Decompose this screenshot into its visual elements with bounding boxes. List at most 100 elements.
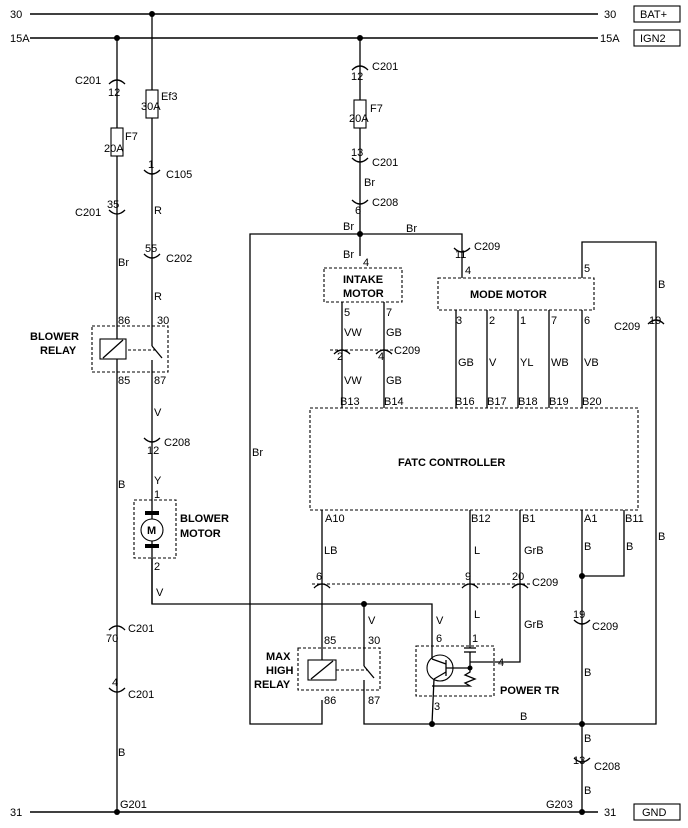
- wire-b-right-long: B: [658, 531, 665, 543]
- blower-supply-circuit: Ef3 30A 1 C105 R 55 C202 R 30 87 V 12 C2…: [128, 14, 433, 640]
- pin-86: 86: [118, 315, 130, 327]
- max-high-relay: MAX HIGH RELAY 85 86 30 87 V: [254, 601, 585, 727]
- fuse-f7-left-name: F7: [125, 131, 138, 143]
- pin-4-c201: 4: [112, 677, 118, 689]
- pin-19-c209-top: 19: [649, 315, 661, 327]
- pin-2-blower: 2: [154, 561, 160, 573]
- wire-l-2: L: [474, 609, 480, 621]
- fuse-f7-left-rating: 20A: [104, 143, 124, 155]
- pin-12: 12: [108, 87, 120, 99]
- c201-label-70: C201: [128, 623, 154, 635]
- blower-motor-label-2: MOTOR: [180, 528, 221, 540]
- wire-br-intake: Br: [343, 249, 354, 261]
- fuse-ef3-name: Ef3: [161, 91, 178, 103]
- wire-wb-mode: WB: [551, 357, 569, 369]
- wire-b-bottom: B: [520, 711, 527, 723]
- wire-v-max-high: V: [368, 615, 376, 627]
- intake-motor-box: [323, 267, 403, 303]
- junction-dot: [579, 721, 585, 727]
- pin-12-c208: 12: [147, 445, 159, 457]
- max-high-label-2: HIGH: [266, 665, 294, 677]
- fuse-ef3-rating: 30A: [141, 101, 161, 113]
- fatc-controller: FATC CONTROLLER A10 B12 B1 A1 B11: [309, 407, 644, 525]
- pin-11-c209: 11: [455, 249, 466, 261]
- blower-relay-coil-circuit: C201 12 F7 20A C201 35 Br BLOWER RELAY 8…: [30, 38, 169, 812]
- wire-vw-1: VW: [344, 327, 362, 339]
- pin-6-c208: 6: [355, 205, 361, 217]
- intake-motor-label-2: MOTOR: [343, 288, 384, 300]
- gnd-label: GND: [642, 807, 667, 819]
- fuse-f7-left: [110, 127, 124, 157]
- wire-lb: LB: [324, 545, 337, 557]
- pin-1-power-tr: 1: [472, 633, 478, 645]
- pin-30-max-high: 30: [368, 635, 380, 647]
- wire-b-lower-3: B: [584, 785, 591, 797]
- intake-motor: INTAKE MOTOR 5 7 VW GB 2 4 C209 VW GB B1…: [323, 267, 420, 408]
- c209-label-right: C209: [614, 321, 640, 333]
- terminal-b11: B11: [625, 513, 644, 525]
- pin-1-c105: 1: [148, 159, 154, 171]
- pin-19-c209-bottom: 19: [573, 609, 585, 621]
- pin-20-c209: 20: [512, 571, 524, 583]
- pin-3-mode: 3: [456, 315, 462, 327]
- terminal-b19: B19: [549, 396, 569, 408]
- wire-br-left: Br: [118, 257, 129, 269]
- pin-2-mode: 2: [489, 315, 495, 327]
- motor-m: M: [147, 525, 156, 537]
- wire-y: Y: [154, 475, 162, 487]
- ign2-rail-left-label: 15A: [10, 33, 30, 45]
- wire-l-1: L: [474, 545, 480, 557]
- wire-gb-mode: GB: [458, 357, 474, 369]
- c209-label-bottom: C209: [532, 577, 558, 589]
- wire-v-mode: V: [489, 357, 497, 369]
- power-tr-box: [415, 645, 495, 697]
- pin-87-blower-relay: 87: [154, 375, 166, 387]
- wire-vb-mode: VB: [584, 357, 599, 369]
- pin-4-power-tr: 4: [498, 657, 504, 669]
- pin-85: 85: [118, 375, 130, 387]
- fatc-supply-circuit: 12 C201 F7 20A 13 C201 Br 6 C208 Br Br B…: [249, 38, 500, 725]
- terminal-a1: A1: [584, 513, 597, 525]
- pin-3-power-tr: 3: [434, 701, 440, 713]
- wire-b-a1: B: [584, 541, 591, 553]
- power-tr-label: POWER TR: [500, 685, 559, 697]
- fuse-f7-mid: [353, 99, 367, 129]
- wire-v-2: V: [156, 587, 164, 599]
- gnd-rail-left-label: 31: [10, 807, 22, 819]
- blower-relay-label-1: BLOWER: [30, 331, 79, 343]
- wire-b-left-1: B: [118, 479, 125, 491]
- ign2-rail: 15A 15A IGN2: [10, 29, 681, 47]
- wire-gb-1: GB: [386, 327, 402, 339]
- wire-v-power-tr: V: [436, 615, 444, 627]
- wire-b-mode-5: B: [658, 279, 665, 291]
- pin-7-mode: 7: [551, 315, 557, 327]
- blower-motor-label-1: BLOWER: [180, 513, 229, 525]
- pin-5-mode: 5: [584, 263, 590, 275]
- pin-2-c209: 2: [337, 351, 343, 363]
- wire-br-right: Br: [406, 223, 417, 235]
- wire-grb-1: GrB: [524, 545, 544, 557]
- c208-label-left: C208: [164, 437, 190, 449]
- gnd-rail-right-label: 31: [604, 807, 616, 819]
- pin-6-c209: 6: [316, 571, 322, 583]
- pin-7-intake: 7: [386, 307, 392, 319]
- fatc-output-wiring: LB L GrB B B 6 9 20 C209 L GrB 19 C209 B…: [312, 510, 633, 812]
- pin-13-c208: 13: [573, 755, 585, 767]
- g201-label: G201: [120, 799, 147, 811]
- wire-gb-2: GB: [386, 375, 402, 387]
- fuse-f7-mid-name: F7: [370, 103, 383, 115]
- c201-label-top: C201: [75, 75, 101, 87]
- pin-4-c209: 4: [378, 351, 384, 363]
- wire-v-1: V: [154, 407, 162, 419]
- pin-35: 35: [107, 199, 119, 211]
- pin-6-power-tr: 6: [436, 633, 442, 645]
- pin-85-max-high: 85: [324, 635, 336, 647]
- pin-12-c201-mid: 12: [351, 71, 363, 83]
- c201-label-center: C201: [372, 61, 398, 73]
- c105-label: C105: [166, 169, 192, 181]
- blower-motor-box: [133, 499, 177, 559]
- c209-label-intake: C209: [394, 345, 420, 357]
- bat-plus-label: BAT+: [640, 9, 667, 21]
- terminal-b12: B12: [471, 513, 491, 525]
- c201-label-mid: C201: [75, 207, 101, 219]
